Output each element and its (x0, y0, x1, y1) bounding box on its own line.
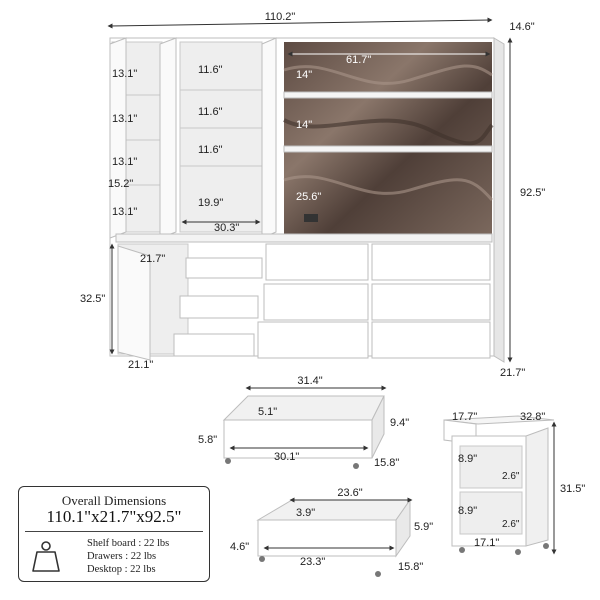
dim-small-depth: 5.9" (414, 521, 433, 533)
dim-left-shelf-3: 13.1" (112, 156, 137, 168)
dim-left-shelf-5: 13.1" (112, 206, 137, 218)
weight-drawers: Drawers : 22 lbs (87, 551, 157, 562)
weight-list: Shelf board : 22 lbs Drawers : 22 lbs De… (87, 537, 169, 576)
dim-middle-shelf-3: 11.6" (198, 144, 223, 156)
dim-desk-depth: 21.7" (140, 253, 165, 265)
dim-middle-shelf-4: 19.9" (198, 197, 223, 209)
main-unit: 110.2" 14.6" 92.5" 21.7" 13.1" 13.1" 13.… (80, 11, 545, 379)
display-shelf-1 (283, 91, 493, 99)
dim-left-shelf-1: 13.1" (112, 68, 137, 80)
dim-display-shelf-1: 14" (296, 69, 312, 81)
dim-small-bottom-width: 23.3" (300, 556, 325, 568)
dim-small-length: 15.8" (398, 561, 423, 573)
dim-overall-width: 110.2" (265, 11, 296, 23)
dim-small-outer-height: 4.6" (230, 541, 249, 553)
drawer-small: 23.6" 3.9" 4.6" 5.9" 23.3" 15.8" (230, 487, 433, 577)
dim-middle-width: 30.3" (214, 222, 239, 234)
dim-rolling-top-right: 32.8" (520, 411, 545, 423)
card-title: Overall Dimensions (61, 493, 167, 508)
marble-backdrop (284, 42, 492, 234)
outlet (304, 214, 318, 222)
desktop (115, 233, 493, 243)
open-drawers (173, 257, 263, 357)
dim-large-inner-height: 5.1" (258, 406, 277, 418)
left-door-2 (159, 37, 177, 239)
left-door (109, 37, 127, 239)
side-panel (493, 37, 505, 363)
drawer-large: 31.4" 5.1" 5.8" 9.4" 30.1" 15.8" (198, 375, 409, 469)
dim-left-shelf-4: 15.2" (108, 178, 133, 190)
dim-left-shelf-2: 13.1" (112, 113, 137, 125)
display-shelf-2 (283, 145, 493, 153)
dim-small-inner-height: 3.9" (296, 507, 315, 519)
dim-cabinet-height: 32.5" (80, 293, 105, 305)
dim-display-width: 61.7" (346, 54, 371, 66)
dim-large-width: 31.4" (297, 375, 322, 387)
dim-rolling-top-left: 17.7" (452, 411, 477, 423)
dim-rolling-bottom-width: 17.1" (474, 537, 499, 549)
overall-dimensions-card: Overall Dimensions 110.1"x21.7"x92.5" Sh… (18, 486, 210, 582)
dim-middle-shelf-2: 11.6" (198, 106, 223, 118)
dim-depth-top: 14.6" (509, 21, 534, 33)
rolling-cabinet: 17.7" 32.8" 8.9" 2.6" 8.9" 2.6" 31.5" 17… (443, 411, 585, 555)
weight-desktop: Desktop : 22 lbs (87, 564, 156, 575)
dim-overall-height: 92.5" (520, 187, 545, 199)
dim-display-shelf-3: 25.6" (296, 191, 321, 203)
dim-rolling-gap-2: 2.6" (502, 519, 520, 530)
middle-door (261, 37, 277, 239)
middle-cabinet-interior (179, 41, 263, 233)
dim-large-bottom-width: 30.1" (274, 451, 299, 463)
dim-middle-shelf-1: 11.6" (198, 64, 223, 76)
dim-cabinet-width: 21.1" (128, 359, 153, 371)
dim-rolling-height: 31.5" (560, 483, 585, 495)
dim-rolling-shelf-1: 8.9" (458, 453, 477, 465)
dim-large-length: 15.8" (374, 457, 399, 469)
dim-large-outer-height: 5.8" (198, 434, 217, 446)
dim-small-width: 23.6" (337, 487, 362, 499)
card-value: 110.1"x21.7"x92.5" (46, 507, 182, 526)
dim-rolling-shelf-2: 8.9" (458, 505, 477, 517)
weight-icon (32, 541, 60, 572)
card-divider (25, 531, 203, 532)
bottom-left-door (117, 245, 151, 361)
dim-depth-bottom: 21.7" (500, 367, 525, 379)
dim-display-shelf-2: 14" (296, 119, 312, 131)
dim-large-depth: 9.4" (390, 417, 409, 429)
weight-shelf-board: Shelf board : 22 lbs (87, 538, 170, 549)
drawer-bank (257, 243, 491, 359)
dim-rolling-gap-1: 2.6" (502, 471, 520, 482)
